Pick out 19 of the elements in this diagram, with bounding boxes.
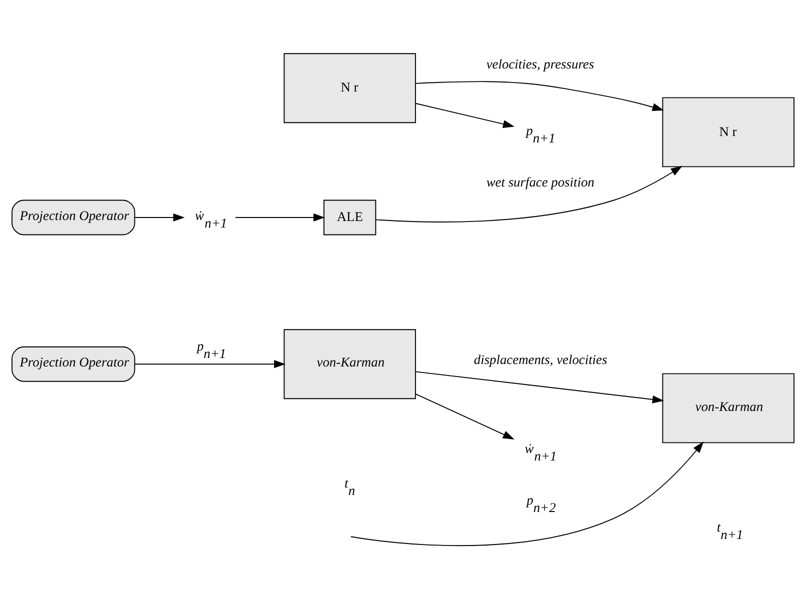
node-box: N r — [284, 52, 416, 123]
arrow — [415, 370, 664, 403]
node-box: von-Karman — [662, 372, 794, 443]
node-box: N r — [662, 96, 794, 167]
arrow — [415, 392, 514, 439]
arrow — [134, 360, 286, 368]
node-box: Projection Operator — [12, 346, 136, 382]
arrow — [134, 212, 185, 222]
edge-label: displacements, velocities — [474, 351, 608, 366]
edge-label: wet surface position — [486, 174, 594, 190]
arrow — [350, 441, 704, 546]
edge-label: velocities, pressures — [486, 56, 594, 72]
arrow — [415, 80, 664, 111]
node-box: von-Karman — [284, 328, 416, 399]
arrow — [235, 212, 325, 222]
node-box: ALE — [323, 199, 376, 235]
node-box: Projection Operator — [12, 199, 136, 235]
arrow — [375, 165, 682, 222]
arrow — [415, 102, 515, 128]
